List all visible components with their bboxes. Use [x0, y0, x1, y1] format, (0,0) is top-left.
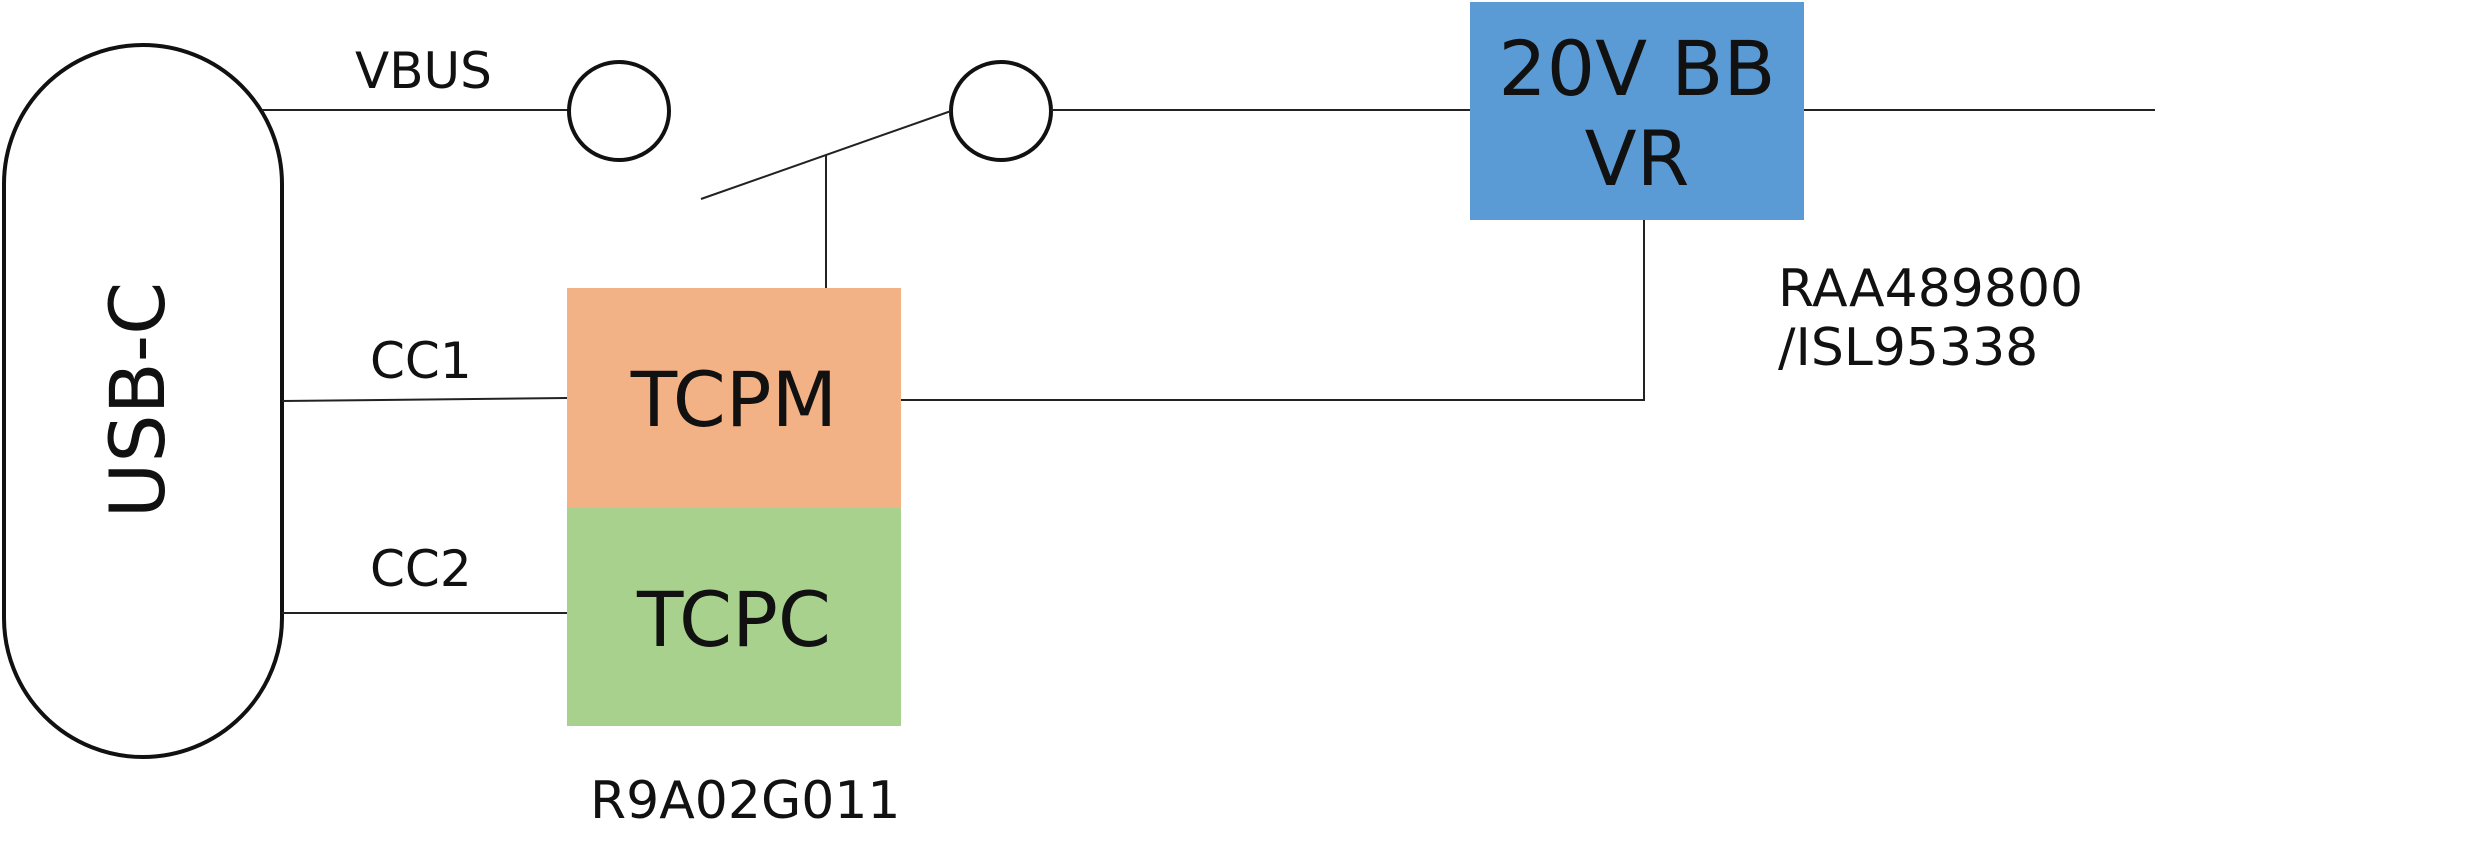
- switch-terminal-left: [567, 60, 671, 162]
- cc1-wire: [281, 397, 568, 402]
- vbus-label: VBUS: [355, 42, 492, 100]
- regulator-part-number-2: /ISL95338: [1778, 318, 2038, 378]
- controller-part-number: R9A02G011: [590, 771, 901, 831]
- tcpm-block: [567, 288, 901, 508]
- usb-c-label: USB-C: [93, 282, 182, 519]
- tcpc-label: TCPC: [636, 575, 831, 664]
- switch-terminal-right: [949, 60, 1053, 162]
- regulator-label-line1: 20V BB: [1498, 24, 1775, 113]
- regulator-block: [1470, 2, 1804, 220]
- cc1-label: CC1: [370, 332, 472, 390]
- tcpm-label: TCPM: [630, 355, 837, 444]
- regulator-part-number-1: RAA489800: [1778, 259, 2083, 319]
- tcpc-block: [567, 508, 901, 726]
- regulator-label-line2: VR: [1585, 114, 1690, 203]
- cc2-label: CC2: [370, 540, 472, 598]
